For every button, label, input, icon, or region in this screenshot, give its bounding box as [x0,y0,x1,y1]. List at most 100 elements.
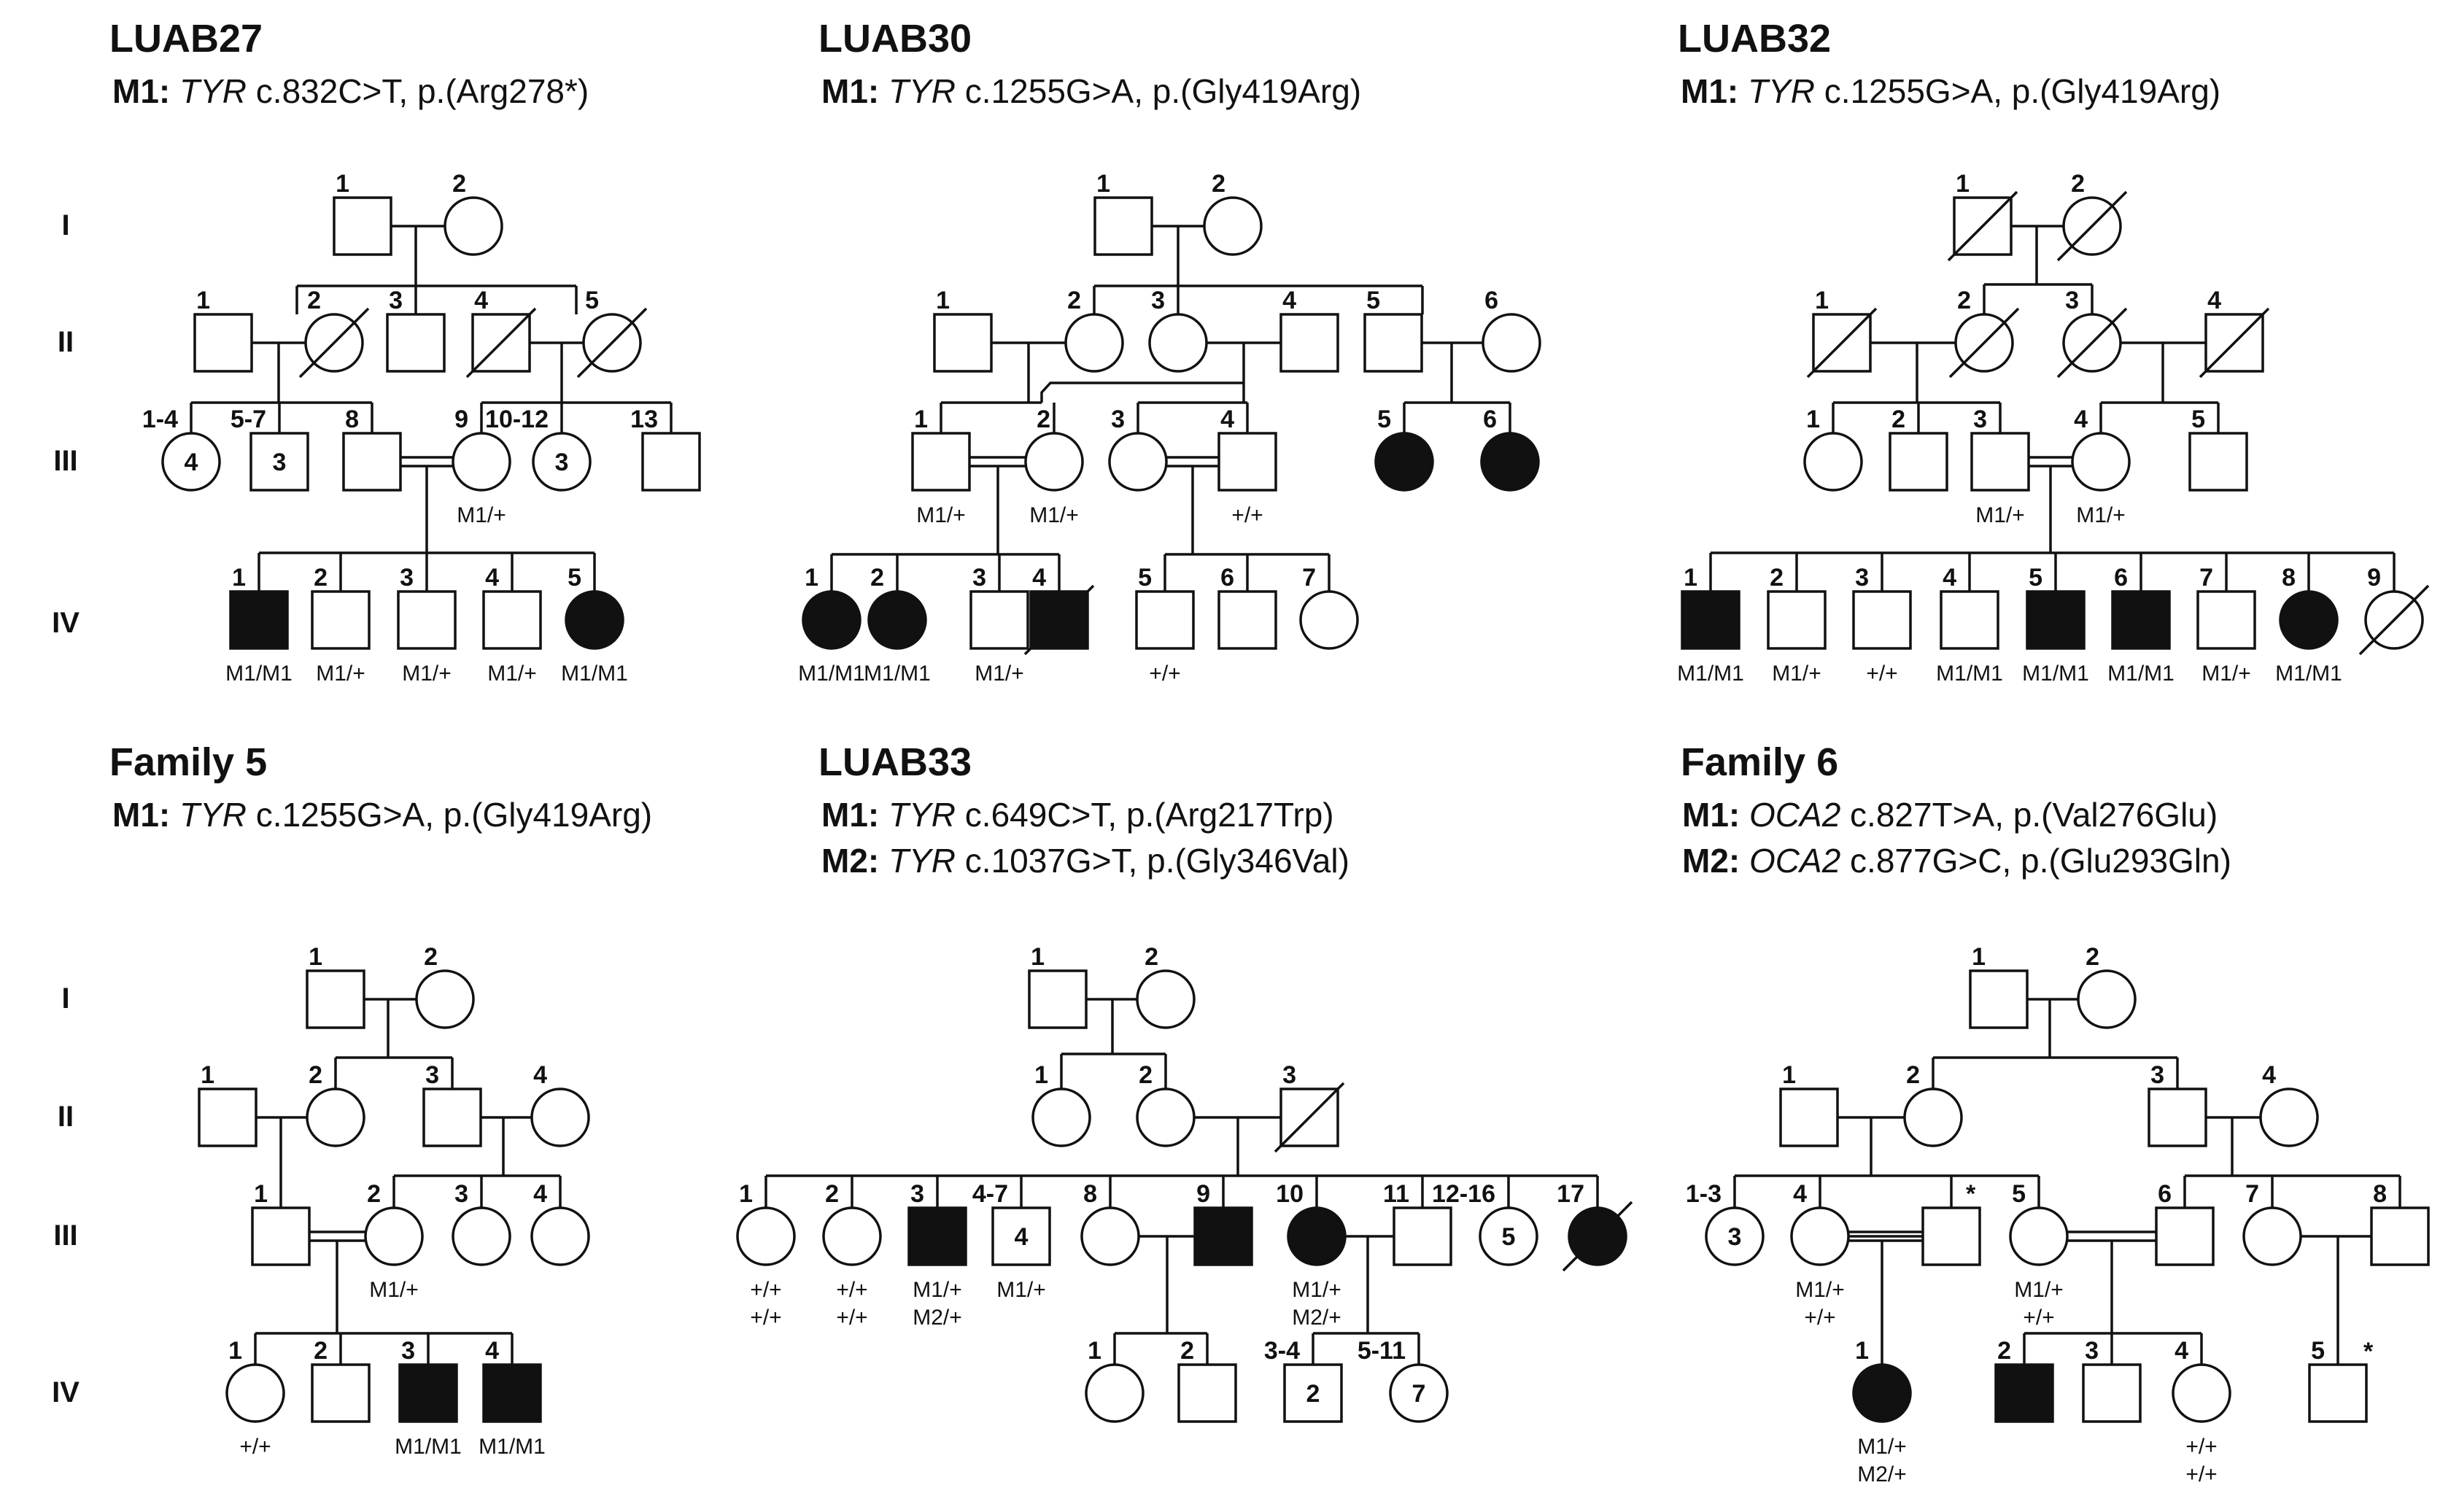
pedigree-individual [311,590,371,650]
family-title: Family 5 [109,740,268,784]
count-label: 2 [1306,1380,1320,1408]
mutation-line: M2: OCA2 c.877G>C, p.(Glu293Gln) [1682,841,2231,880]
pedigree-individual [1852,1363,1912,1423]
family-title: LUAB32 [1678,17,1832,61]
male-symbol [641,432,701,492]
male-symbol [311,1363,371,1423]
pedigree-individual [2077,969,2137,1029]
male-symbol [1921,1206,1981,1266]
individual-number: 1 [1855,1337,1869,1365]
female-symbol [1299,590,1359,650]
pedigree-individual [1940,590,1999,650]
pedigree-individual [1283,1363,1343,1423]
female-symbol [1803,432,1863,492]
male-symbol [1994,1363,2054,1423]
pedigree-individual [2172,1363,2231,1423]
pedigree-individual [1287,1206,1347,1266]
male-symbol [1193,1206,1253,1266]
pedigree-individual [1889,432,1948,492]
individual-number: 1 [254,1180,268,1208]
individual-number: 3 [1855,564,1869,592]
individual-number: 2 [1891,406,1905,433]
pedigree-individual [364,1206,424,1266]
male-symbol [969,590,1029,650]
count-label: 7 [1412,1380,1426,1408]
female-symbol [1287,1206,1347,1266]
female-symbol [1148,313,1208,373]
female-symbol [2259,1088,2319,1147]
deceased-slash [2358,584,2430,656]
mutation-change: c.877G>C, p.(Glu293Gln) [1840,842,2231,880]
female-symbol [306,1088,365,1147]
pedigree-individual [1803,432,1863,492]
individual-number: 5 [1138,564,1152,592]
genotype-label: M2/+ [913,1306,962,1330]
individual-number: 5-7 [231,406,266,433]
pedigree-individual [1023,584,1095,656]
individual-number: 1 [1096,170,1110,198]
female-symbol [161,432,221,492]
genotype-label: M1/+ [369,1278,419,1302]
pedigree-line [1040,381,1244,403]
pedigree-individual [444,196,503,256]
male-symbol [482,590,542,650]
male-symbol [2026,590,2086,650]
male-symbol [398,1363,458,1423]
individual-number: 2 [1957,287,1971,314]
individual-number: 3 [2085,1337,2099,1365]
individual-number: 1 [1684,564,1697,592]
male-symbol [1283,1363,1343,1423]
male-symbol [306,969,365,1029]
pedigree-individual [1562,1201,1633,1272]
pedigree-individual [907,1206,967,1266]
individual-number: 9 [454,406,468,433]
individual-number: 2 [1139,1061,1153,1089]
female-symbol [1203,196,1263,256]
pedigree-individual [933,313,993,373]
individual-number: 3 [1151,287,1165,314]
female-symbol [2077,969,2137,1029]
male-symbol [1779,1088,1839,1147]
pedigree-individual [2358,584,2430,656]
pedigree-individual [333,196,392,256]
individual-number: 4 [2175,1337,2188,1365]
female-symbol [736,1206,796,1266]
pedigree-individual [1217,590,1277,650]
pedigree-individual [911,432,971,492]
pedigree-individual [2370,1206,2430,1266]
male-symbol [933,313,993,373]
genotype-label: +/+ [239,1435,271,1459]
individual-number: 6 [1220,564,1234,592]
count-label: 3 [273,449,287,476]
individual-number: 6 [1484,287,1498,314]
individual-number: 11 [1383,1180,1409,1208]
genotype-label: M1/+ [487,662,537,686]
generation-label: III [53,1220,77,1252]
genotype-label: M1/+ [1029,503,1079,527]
pedigree-individual [306,969,365,1029]
pedigree-individual [482,1363,542,1423]
pedigree-individual [1363,313,1423,373]
individual-number: 3 [400,564,414,592]
individual-number: 4 [474,287,488,314]
individual-number: 3 [401,1337,415,1365]
female-symbol [1482,313,1541,373]
female-symbol [532,432,592,492]
genotype-label: M1/+ [1975,503,2025,527]
individual-number: 1 [1806,406,1820,433]
pedigree-individual [465,307,537,379]
genotype-label: +/+ [2185,1435,2217,1459]
individual-number: 2 [1997,1337,2011,1365]
individual-number: 7 [2199,564,2213,592]
pedigree-individual [398,1363,458,1423]
male-symbol [1279,313,1339,373]
pedigree-individual [736,1206,796,1266]
individual-number: * [1966,1180,1976,1208]
deceased-slash [1948,307,2020,379]
pedigree-individual [452,1206,511,1266]
individual-number: 5 [2191,406,2205,433]
pedigree-individual [1064,313,1124,373]
individual-number: 4 [1943,564,1956,592]
pedigree-individual [1203,196,1263,256]
